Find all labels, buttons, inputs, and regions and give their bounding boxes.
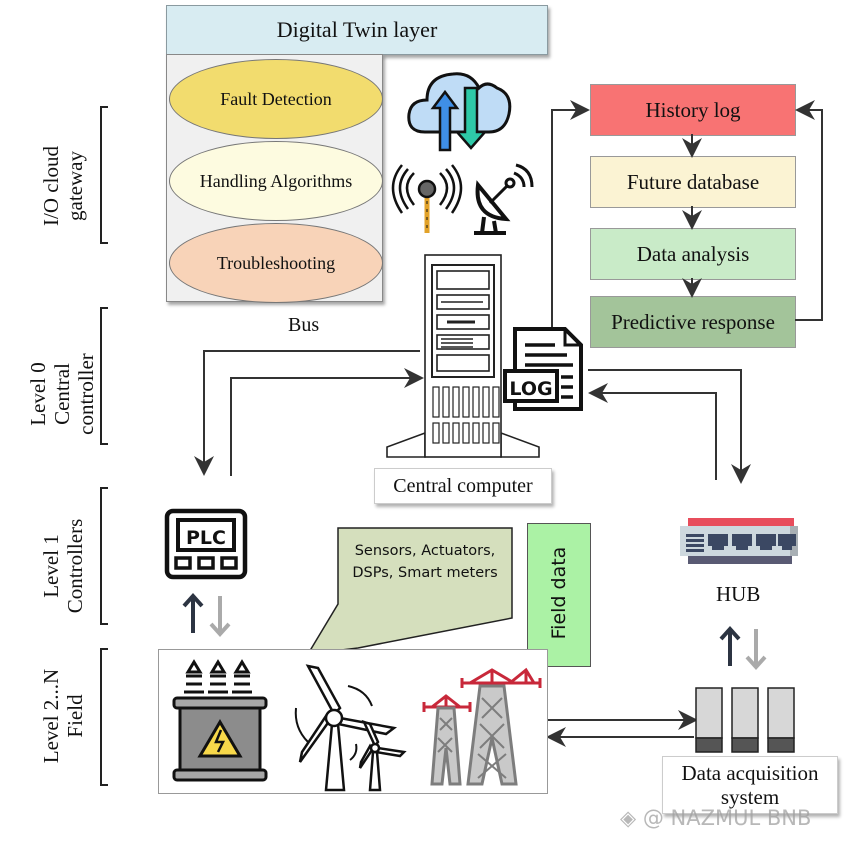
hub-up-arrow (719, 626, 741, 666)
field-data-box: Field data (527, 523, 591, 667)
function-label: Troubleshooting (216, 252, 336, 273)
function-troubleshooting: Troubleshooting (169, 223, 383, 303)
satellite-dish-icon (474, 163, 534, 235)
bus-up-arrow (230, 368, 424, 476)
flow-predictive-response: Predictive response (590, 296, 796, 348)
central-computer-label: Central computer (374, 468, 552, 504)
network-hub-icon (680, 518, 798, 564)
antenna-icon (391, 164, 463, 233)
callout-line: DSPs, Smart meters (352, 565, 498, 581)
transformer-icon (172, 659, 268, 782)
digital-twin-header: Digital Twin layer (166, 5, 548, 55)
hub-down-arrow (745, 629, 767, 670)
flow-label: Future database (626, 169, 760, 194)
flow-label: History log (645, 97, 741, 122)
bus-down-arrow (194, 350, 420, 476)
daq-label: Data acquisition system (662, 756, 838, 814)
function-label: Fault Detection (220, 88, 332, 109)
bracket-io-cloud (100, 106, 108, 244)
flow-data-analysis: Data analysis (590, 228, 796, 280)
callout-text: Sensors, Actuators, DSPs, Smart meters (340, 540, 510, 584)
flow-history-log: History log (590, 84, 796, 136)
flow-label: Predictive response (611, 309, 775, 334)
watermark-text: @ NAZMUL BNB (642, 806, 812, 830)
bracket-level2 (100, 648, 108, 786)
plc-up-arrow (182, 593, 204, 633)
bracket-level0 (100, 307, 108, 445)
transmission-tower-icon (422, 667, 542, 786)
wind-turbine-icon (294, 664, 407, 792)
daq-label-line: Data acquisition (681, 761, 819, 785)
hub-label: HUB (716, 582, 761, 606)
function-fault-detection: Fault Detection (169, 59, 383, 139)
bus-label: Bus (288, 314, 320, 336)
cloud-sync-icon (407, 72, 512, 152)
watermark-logo-icon: ◈ (620, 806, 643, 830)
watermark: ◈ @ NAZMUL BNB (620, 806, 811, 830)
callout-line: Sensors, Actuators, (354, 543, 496, 559)
computer-to-hub-arrow (588, 369, 751, 484)
bracket-level1 (100, 487, 108, 625)
function-label: Handling Algorithms (199, 170, 353, 191)
function-handling-algorithms: Handling Algorithms (169, 141, 383, 221)
plc-icon-text: PLC (186, 527, 226, 549)
log-file-icon: LOG (503, 327, 583, 411)
flow-label: Data analysis (636, 241, 750, 266)
plc-icon: PLC (164, 508, 248, 580)
daq-label-line: system (720, 785, 780, 809)
callout-bubble (306, 527, 513, 655)
feedback-arrow (795, 100, 823, 321)
log-to-history-arrow (551, 100, 590, 328)
digital-twin-panel: Fault Detection Handling Algorithms Trou… (166, 54, 383, 303)
plc-down-arrow (209, 596, 231, 637)
log-icon-text: LOG (509, 378, 552, 400)
central-computer-text: Central computer (393, 474, 533, 497)
hub-to-computer-arrow (588, 383, 717, 480)
data-server-icon (695, 687, 795, 753)
server-tower-icon (386, 254, 540, 458)
field-data-label: Field data (548, 546, 570, 640)
